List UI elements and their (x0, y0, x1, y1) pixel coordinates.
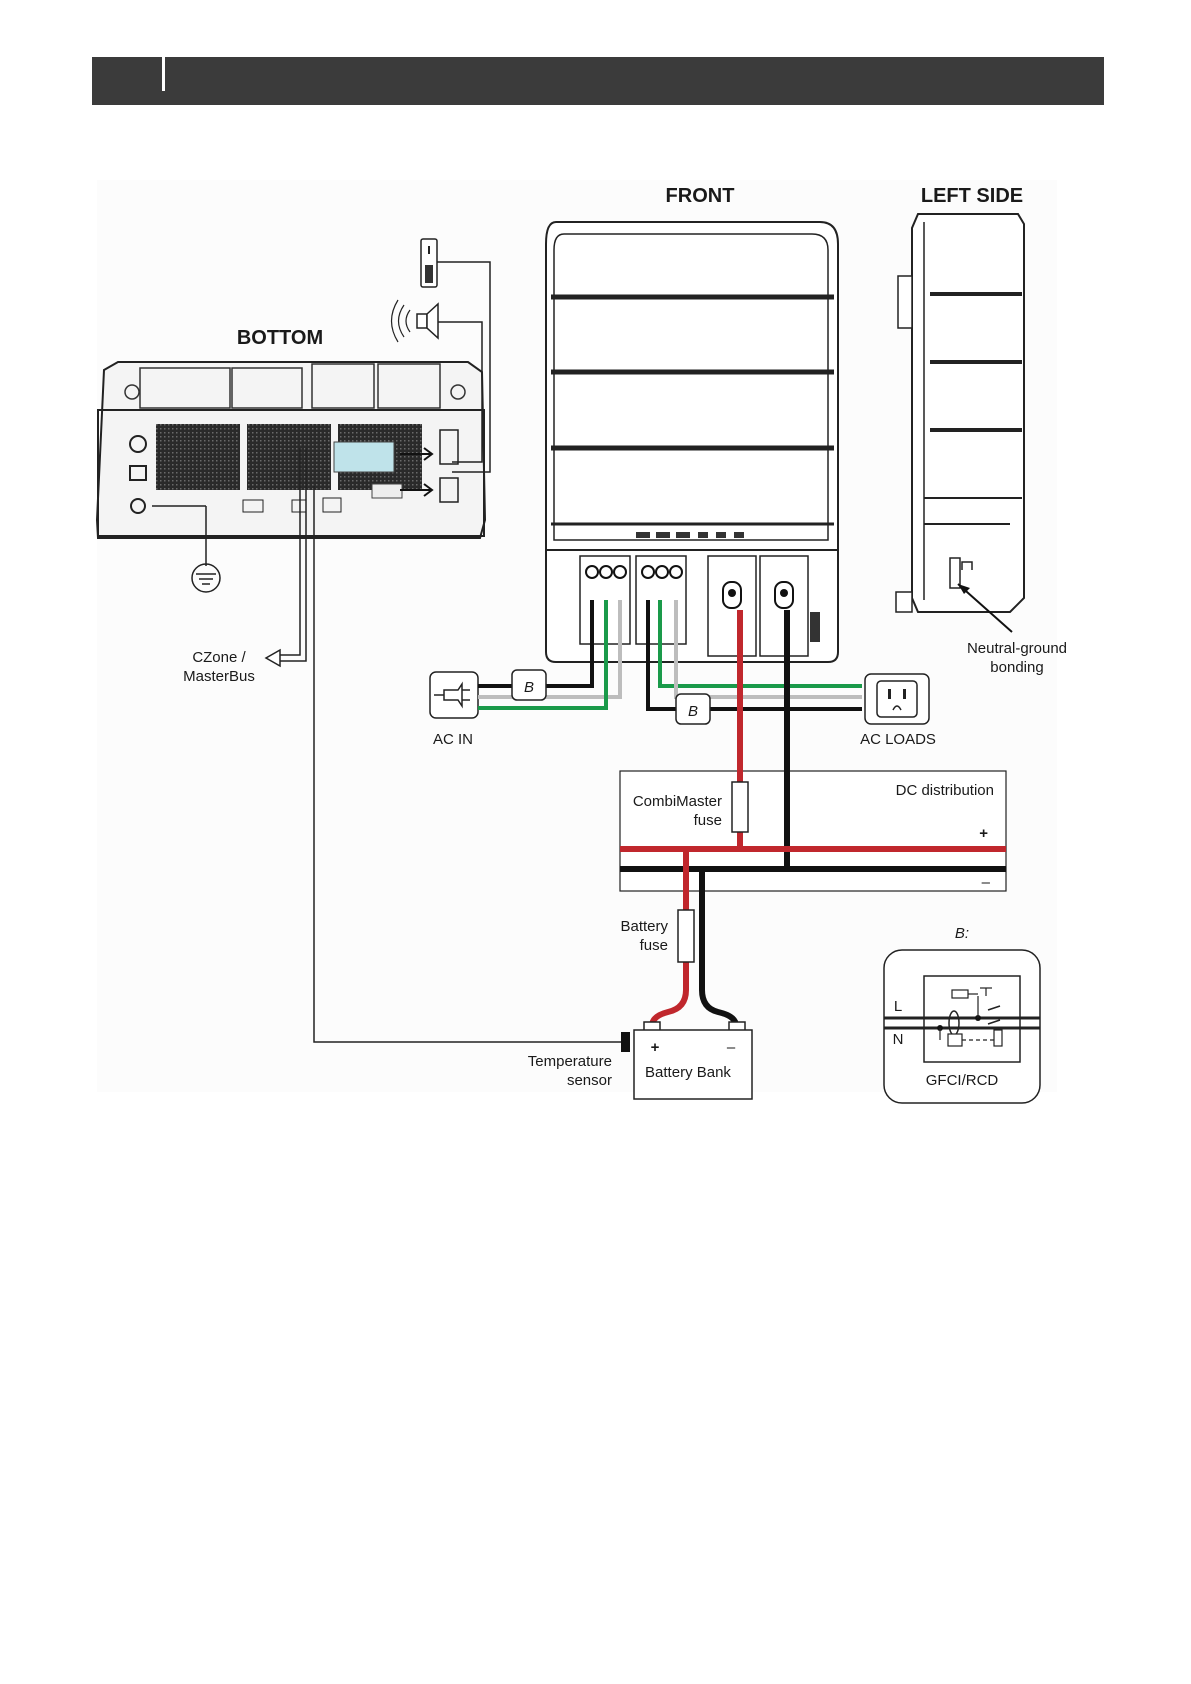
vent-grille-left (156, 424, 240, 490)
ac-in-plug-icon (430, 672, 478, 718)
front-view-unit (546, 222, 838, 662)
bottom-view-title: BOTTOM (237, 327, 323, 349)
inset-caption: GFCI/RCD (926, 1072, 999, 1089)
battery-fuse (678, 910, 694, 962)
temperature-sensor-label-line2: sensor (567, 1072, 612, 1089)
busbar-minus-label: – (982, 874, 991, 891)
ac-out-breaker-label: B (688, 703, 698, 720)
battery-plus-label: + (651, 1039, 660, 1056)
test-resistor-icon (952, 990, 968, 998)
czone-label-line1: CZone / (192, 649, 246, 666)
inset-line-label: L (894, 998, 902, 1015)
bottom-view-unit (97, 362, 485, 538)
temperature-sensor (621, 1032, 630, 1052)
vent-grille-center (247, 424, 331, 490)
neutral-ground-label-line2: bonding (990, 659, 1043, 676)
czone-label-line2: MasterBus (183, 668, 255, 685)
combimaster-fuse-label-line2: fuse (694, 812, 722, 829)
battery-bank-label: Battery Bank (645, 1064, 731, 1081)
network-connector (334, 442, 394, 472)
dc-distribution-label: DC distribution (896, 782, 994, 799)
temperature-sensor-label-line1: Temperature (528, 1053, 612, 1070)
inset-neutral-label: N (893, 1031, 904, 1048)
battery-bank (634, 1022, 752, 1099)
neutral-ground-label-line1: Neutral-ground (967, 640, 1067, 657)
busbar-plus-label: + (979, 825, 988, 842)
front-view-title: FRONT (666, 185, 735, 207)
trip-coil-icon (948, 1034, 962, 1046)
left-side-view-title: LEFT SIDE (921, 185, 1023, 207)
battery-fuse-label-line2: fuse (640, 937, 668, 954)
combimaster-fuse (732, 782, 748, 832)
temp-sensor-connector (372, 484, 402, 498)
left-side-view-unit (896, 214, 1024, 612)
ac-loads-label: AC LOADS (860, 731, 936, 748)
ac-outlet-icon (865, 674, 929, 724)
ac-in-breaker-label: B (524, 679, 534, 696)
combimaster-fuse-label-line1: CombiMaster (633, 793, 722, 810)
remote-switch-icon (421, 239, 437, 287)
battery-minus-label: – (727, 1039, 736, 1056)
battery-fuse-label-line1: Battery (620, 918, 668, 935)
ac-in-label: AC IN (433, 731, 473, 748)
inset-title: B: (955, 925, 969, 942)
